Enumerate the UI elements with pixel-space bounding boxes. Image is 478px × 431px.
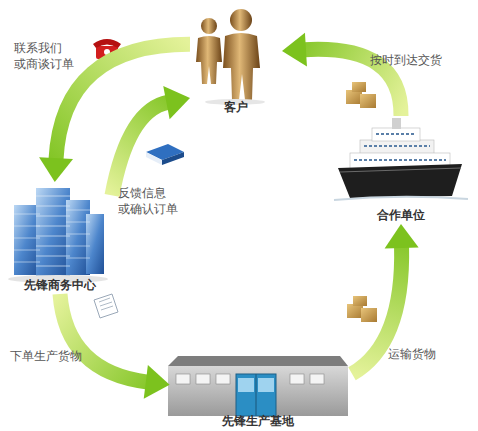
arrow-head xyxy=(282,33,307,67)
arrow-head xyxy=(39,157,73,182)
node-label: 合作单位 xyxy=(314,207,478,224)
edge-label: 联系我们 或商谈订单 xyxy=(14,40,84,72)
customer-figures xyxy=(196,9,265,105)
flow-arrow xyxy=(112,86,190,196)
office-buildings xyxy=(8,188,108,283)
cargo-boxes-icon xyxy=(346,82,376,108)
arrow-shaft xyxy=(112,102,168,195)
factory-building xyxy=(168,356,348,416)
arrow-head xyxy=(144,365,170,399)
edge-label: 运输货物 xyxy=(388,346,458,362)
node-label: 先锋商务中心 xyxy=(0,277,132,294)
node-label: 客户 xyxy=(170,99,302,116)
flow-arrow xyxy=(60,294,170,399)
book-icon xyxy=(146,144,184,165)
customer-node: 客户 xyxy=(190,4,282,116)
node-label: 先锋生产基地 xyxy=(144,413,372,430)
edge-label: 按时到达交货 xyxy=(370,52,470,68)
cargo-ship xyxy=(334,118,468,200)
arrow-head xyxy=(385,224,419,248)
partner-node: 合作单位 xyxy=(334,116,468,224)
arrow-shaft xyxy=(60,294,148,382)
cargo-boxes-icon xyxy=(347,296,377,322)
business-center-node: 先锋商务中心 xyxy=(8,182,112,294)
production-base-node: 先锋生产基地 xyxy=(164,352,352,430)
flow-arrow xyxy=(282,33,401,116)
edge-label: 反馈信息 或确认订单 xyxy=(118,185,188,217)
arrow-head xyxy=(163,86,190,119)
edge-label: 下单生产货物 xyxy=(10,348,100,364)
document-icon xyxy=(94,294,118,318)
